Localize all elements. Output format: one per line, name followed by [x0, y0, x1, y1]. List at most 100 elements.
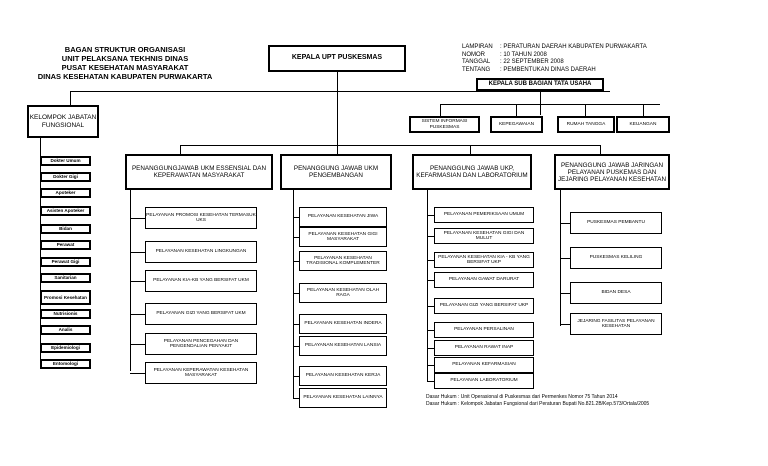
- connector-line: [440, 104, 441, 116]
- service-item: BIDAN DESA: [570, 282, 662, 304]
- service-item: PELAYANAN PERSALINAN: [434, 322, 534, 338]
- jabatan-item: Promosi Kesehatan: [40, 290, 91, 305]
- legal-basis: Dasar Hukum : Unit Operasional di Puskes…: [426, 394, 649, 407]
- service-item: PELAYANAN RAWAT INAP: [434, 340, 534, 356]
- lampiran-row: LAMPIRAN: PERATURAN DAERAH KABUPATEN PUR…: [462, 44, 647, 50]
- service-item: PUSKESMAS PEMBANTU: [570, 212, 662, 234]
- jabatan-fungsional-header: KELOMPOK JABATAN FUNGSIONAL: [27, 105, 99, 138]
- connector-line: [293, 217, 299, 218]
- jabatan-item: Sanitarian: [40, 273, 91, 283]
- connector-line: [427, 381, 434, 382]
- service-item: PELAYANAN KESEHATAN GIGI MASYARAKAT: [299, 227, 387, 247]
- connector-line: [337, 72, 338, 156]
- service-item: PELAYANAN GIZI YANG BERSIFAT UKM: [145, 303, 257, 325]
- connector-line: [70, 91, 71, 105]
- jabatan-item: Dokter Gigi: [40, 172, 91, 182]
- unit-sistem-informasi: SISTEM INFORMASI PUSKESMAS: [409, 116, 480, 133]
- lampiran-row: NOMOR: 10 TAHUN 2008: [462, 51, 547, 58]
- service-item: JEJARING FASILITAS PELAYANAN KESEHATAN: [570, 313, 662, 335]
- connector-line: [130, 344, 145, 345]
- service-item: PELAYANAN KESEHATAN KERJA: [299, 366, 387, 386]
- service-item: PELAYANAN GAWAT DARURAT: [434, 272, 534, 288]
- title-line: BAGAN STRUKTUR ORGANISASI: [64, 45, 186, 54]
- jabatan-item: Nutrisionis: [40, 309, 91, 319]
- connector-line: [600, 145, 601, 154]
- unit-rumah-tangga: RUMAH TANGGA: [557, 116, 615, 133]
- connector-line: [427, 365, 434, 366]
- connector-line: [560, 324, 570, 325]
- connector-line: [516, 104, 517, 116]
- connector-line: [293, 261, 299, 262]
- legal-basis-line: Dasar Hukum : Unit Operasional di Puskes…: [426, 394, 618, 400]
- service-item: PELAYANAN PEMERIKSAAN UMUM: [434, 207, 534, 223]
- jabatan-item: Bidan: [40, 224, 91, 234]
- title-line: UNIT PELAKSANA TEKHNIS DINAS: [61, 54, 189, 63]
- connector-line: [40, 138, 41, 366]
- column-header-ukm-essensial: PENANGGUNGJAWAB UKM ESSENSIAL DAN KEPERA…: [125, 154, 273, 190]
- service-item: PELAYANAN KESEHATAN LAINNYA: [299, 388, 387, 408]
- service-item: PELAYANAN KESEHATAN LINGKUNGAN: [145, 241, 257, 263]
- connector-line: [130, 314, 145, 315]
- connector-line: [427, 190, 428, 382]
- jabatan-item: Perawat: [40, 240, 91, 250]
- connector-line: [440, 104, 660, 105]
- connector-line: [585, 104, 586, 116]
- connector-line: [560, 258, 570, 259]
- connector-line: [293, 376, 299, 377]
- connector-line: [130, 190, 131, 371]
- connector-line: [130, 373, 145, 374]
- lampiran-block: LAMPIRAN: PERATURAN DAERAH KABUPATEN PUR…: [462, 44, 647, 74]
- connector-line: [293, 237, 299, 238]
- connector-line: [293, 346, 299, 347]
- jabatan-item: Asisten Apoteker: [40, 206, 91, 216]
- jabatan-item: Perawat Gigi: [40, 257, 91, 267]
- connector-line: [427, 236, 434, 237]
- title-line: PUSAT KESEHATAN MASYARAKAT: [61, 63, 189, 72]
- connector-line: [293, 324, 299, 325]
- connector-line: [427, 215, 434, 216]
- connector-line: [560, 293, 570, 294]
- kepala-puskesmas-box: KEPALA UPT PUSKESMAS: [268, 45, 406, 72]
- connector-line: [470, 145, 471, 154]
- connector-line: [130, 252, 145, 253]
- service-item: PELAYANAN LABORATORIUM: [434, 373, 534, 389]
- service-item: PELAYANAN PROMOSI KESEHATAN TERMASUK UKS: [145, 207, 257, 229]
- kepala-subbag-box: KEPALA SUB BAGIAN TATA USAHA: [476, 78, 604, 91]
- connector-line: [427, 280, 434, 281]
- column-header-ukm-pengembangan: PENANGGUNG JAWAB UKM PENGEMBANGAN: [280, 154, 392, 190]
- service-item: PELAYANAN PENCEGAHAN DAN PENGENDALIAN PE…: [145, 333, 257, 355]
- connector-line: [293, 293, 299, 294]
- lampiran-row: TANGGAL: 22 SEPTEMBER 2008: [462, 59, 564, 65]
- connector-line: [130, 281, 145, 282]
- lampiran-row: TENTANG: PEMBENTUKAN DINAS DAERAH: [462, 66, 596, 73]
- jabatan-item: Epidemiologi: [40, 343, 91, 353]
- service-item: PELAYANAN KESEHATAN INDERA: [299, 314, 387, 334]
- service-item: PELAYANAN KESEHATAN KIA - KB YANG BERSIF…: [434, 252, 534, 268]
- connector-line: [130, 218, 145, 219]
- connector-line: [293, 398, 299, 399]
- connector-line: [293, 190, 294, 398]
- connector-line: [427, 260, 434, 261]
- jabatan-item: Entomologi: [40, 359, 91, 369]
- unit-keuangan: KEUANGAN: [616, 116, 670, 133]
- service-item: PELAYANAN GIZI YANG BERSIFAT UKP: [434, 298, 534, 314]
- service-item: PELAYANAN KESEHATAN JIWA: [299, 207, 387, 227]
- service-item: PUSKESMAS KELILING: [570, 247, 662, 269]
- service-item: PELAYANAN KESEHATAN OLAH RAGA: [299, 283, 387, 303]
- service-item: PELAYANAN KEFARMASIAN: [434, 357, 534, 373]
- jabatan-item: Analis: [40, 325, 91, 335]
- jabatan-item: Apoteker: [40, 188, 91, 198]
- connector-line: [540, 91, 541, 115]
- unit-kepegawaian: KEPEGAWAIAN: [490, 116, 543, 133]
- connector-line: [643, 104, 644, 116]
- connector-line: [70, 91, 610, 92]
- connector-line: [180, 145, 600, 146]
- service-item: PELAYANAN KIA-KB YANG BERSIFAT UKM: [145, 270, 257, 292]
- connector-line: [427, 348, 434, 349]
- title-line: DINAS KESEHATAN KABUPATEN PURWAKARTA: [37, 72, 213, 81]
- connector-line: [427, 306, 434, 307]
- connector-line: [427, 330, 434, 331]
- column-header-jaringan: PENANGGUNG JAWAB JARINGAN PELAYANAN PUSK…: [554, 154, 670, 190]
- service-item: PELAYANAN KESEHATAN GIGI DAN MULUT: [434, 228, 534, 244]
- legal-basis-line: Dasar Hukum : Kelompok Jabatan Fungsiona…: [426, 400, 650, 407]
